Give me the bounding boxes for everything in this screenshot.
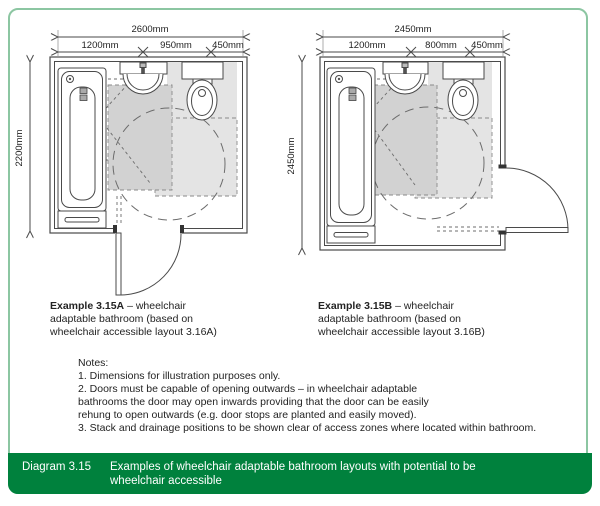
- notes-block: Notes: 1. Dimensions for illustration pu…: [78, 357, 564, 435]
- dim-label-total-width-a: 2600mm: [132, 24, 169, 35]
- washbasin: [119, 61, 168, 95]
- caption-b-line3: wheelchair accessible layout 3.16B): [318, 326, 485, 338]
- bathroom-plans: 2600mm 1200mm 950mm 450mm 2200mm: [14, 24, 569, 296]
- drain-symbol-dot: [68, 77, 72, 81]
- bathtub: [326, 67, 376, 244]
- diagram-title-text: Examples of wheelchair adaptable bathroo…: [110, 460, 582, 488]
- bathroom-plan-a: 2600mm 1200mm 950mm 450mm 2200mm: [14, 24, 247, 296]
- dim-label-seg3-b: 450mm: [471, 40, 503, 51]
- washbasin: [382, 61, 429, 95]
- notes-heading: Notes:: [78, 357, 109, 369]
- caption-example-b: Example 3.15B – wheelchair adaptable bat…: [318, 300, 518, 339]
- note-line: bathrooms the door may open inwards prov…: [78, 396, 429, 408]
- dim-tick-marks: [137, 46, 217, 58]
- bathtub: [57, 67, 107, 229]
- dim-label-seg3-a: 450mm: [212, 40, 244, 51]
- diagram-title-bar: Diagram 3.15 Examples of wheelchair adap…: [8, 453, 592, 494]
- drain-symbol-dot: [337, 77, 341, 81]
- dim-label-height-a: 2200mm: [14, 129, 25, 166]
- dim-label-height-b: 2450mm: [286, 137, 297, 174]
- caption-a-line1: – wheelchair: [127, 300, 187, 312]
- wheelchair-turning-circle: [371, 106, 485, 220]
- caption-b-title: Example 3.15B: [318, 300, 393, 312]
- note-line: 3. Stack and drainage positions to be sh…: [78, 422, 537, 434]
- caption-example-a: Example 3.15A – wheelchair adaptable bat…: [50, 300, 250, 339]
- note-line: rehung to open outwards (e.g. door stops…: [78, 409, 417, 421]
- diagram-title-line2: wheelchair accessible: [110, 475, 222, 487]
- dim-tick-marks: [405, 46, 476, 58]
- access-zone-basin: [373, 84, 438, 196]
- door-hinge: [180, 225, 184, 233]
- note-line: 2. Doors must be capable of opening outw…: [78, 383, 418, 395]
- valve-symbol: [79, 87, 88, 101]
- dim-label-seg1-b: 1200mm: [349, 40, 386, 51]
- caption-b-line2: adaptable bathroom (based on: [318, 313, 462, 325]
- valve-symbol: [348, 87, 357, 101]
- door-hinge: [113, 225, 117, 233]
- bathroom-plan-b: 2450mm 1200mm 800mm 450mm 2450mm: [286, 24, 569, 250]
- dim-label-seg2-b: 800mm: [425, 40, 457, 51]
- caption-a-line2: adaptable bathroom (based on: [50, 313, 194, 325]
- dim-label-total-width-b: 2450mm: [395, 24, 432, 35]
- dim-label-seg1-a: 1200mm: [82, 40, 119, 51]
- toilet: [442, 61, 485, 121]
- door-hinge: [498, 230, 507, 235]
- diagram-reference: Diagram 3.15: [22, 461, 92, 473]
- caption-a-title: Example 3.15A: [50, 300, 125, 312]
- dim-label-seg2-a: 950mm: [160, 40, 192, 51]
- toilet: [181, 61, 224, 121]
- wheelchair-turning-circle: [112, 107, 226, 221]
- door-leaf: [505, 227, 569, 233]
- note-line: 1. Dimensions for illustration purposes …: [78, 370, 281, 382]
- access-zone-basin: [107, 84, 173, 191]
- door-swing-arc: [505, 167, 569, 231]
- door-hinge: [498, 164, 507, 169]
- caption-a-line3: wheelchair accessible layout 3.16A): [50, 326, 217, 338]
- diagram-title-line1: Examples of wheelchair adaptable bathroo…: [110, 461, 476, 473]
- door-swing-arc: [120, 232, 182, 296]
- door-leaf: [115, 232, 122, 296]
- door-opening: [499, 167, 507, 231]
- caption-b-line1: – wheelchair: [395, 300, 455, 312]
- door-opening: [115, 224, 182, 234]
